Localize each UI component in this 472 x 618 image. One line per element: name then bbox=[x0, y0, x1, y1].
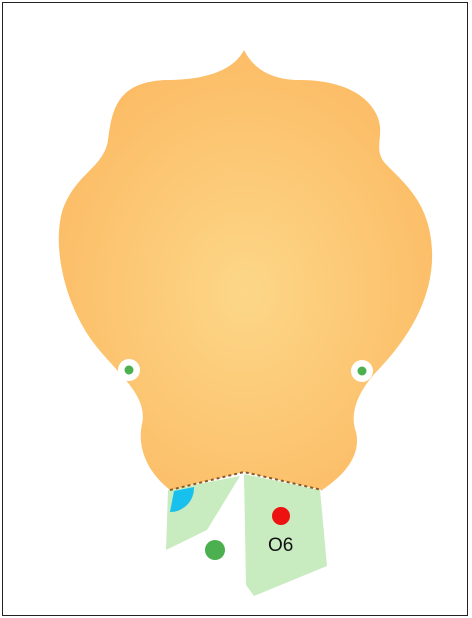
left-eye-hole bbox=[118, 359, 140, 381]
right-eye-hole bbox=[351, 360, 373, 382]
right-eye-hole-dot bbox=[358, 367, 367, 376]
red-marker-dot bbox=[272, 507, 290, 525]
left-eye-hole-dot bbox=[125, 366, 134, 375]
head-shape bbox=[59, 50, 432, 490]
part-label: O6 bbox=[268, 535, 293, 556]
green-marker-dot bbox=[205, 540, 225, 560]
